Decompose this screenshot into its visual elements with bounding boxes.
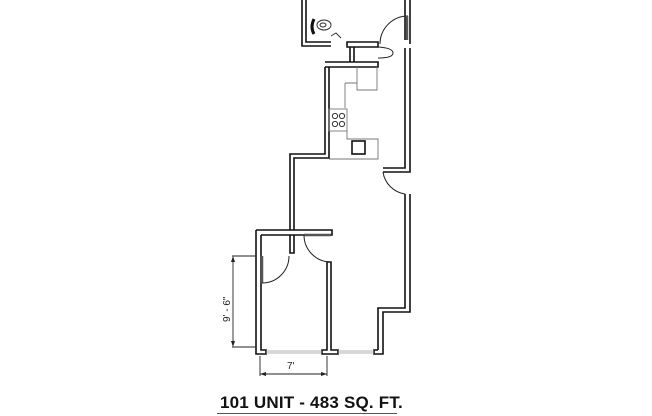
closet-door-swing [261,255,290,284]
title-underline [217,413,397,414]
toilet-icon [310,18,332,35]
dimension-height: 9' - 6" [222,255,256,348]
sink-icon [351,140,366,155]
height-label: 9' - 6" [222,296,233,322]
dimension-width: 7' [259,356,328,376]
stove-icon [328,108,348,132]
width-label: 7' [287,361,295,372]
bathroom [301,0,342,47]
entry-door-swing [382,171,406,195]
living-area [289,48,411,355]
unit-title: 101 UNIT - 483 SQ. FT. [220,393,403,412]
window [266,350,374,354]
kitchen [328,67,379,160]
bedroom-door-swing [303,234,332,263]
closet [324,41,394,140]
bathroom-door-swing [379,15,409,45]
bedroom [255,229,374,355]
